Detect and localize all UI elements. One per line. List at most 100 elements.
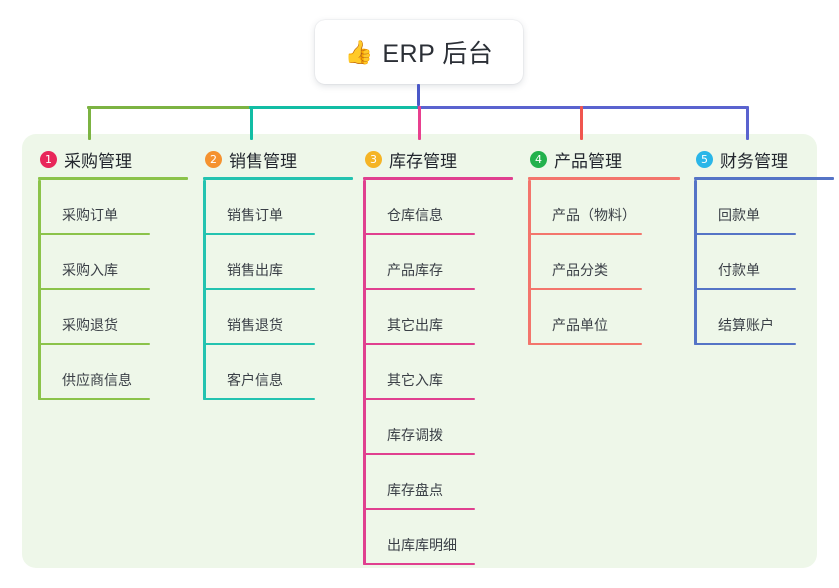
column-title: 采购管理	[64, 151, 132, 171]
leaf-item-rule	[694, 343, 796, 345]
column-header-4[interactable]: 4 产品管理	[528, 146, 680, 172]
leaf-item-rule	[528, 288, 642, 290]
leaf-item-label: 采购订单	[62, 207, 118, 223]
leaf-item[interactable]: 结算账户	[694, 290, 834, 345]
leaf-item[interactable]: 销售出库	[203, 235, 353, 290]
column-badge-1: 1	[40, 150, 57, 168]
drop-stub-3	[418, 106, 421, 140]
leaf-item-label: 仓库信息	[387, 207, 443, 223]
leaf-item-label: 采购退货	[62, 317, 118, 333]
leaf-item-rule	[38, 288, 150, 290]
column-4: 4 产品管理产品（物料） 产品分类产品单位	[528, 146, 680, 345]
column-rule	[694, 177, 834, 180]
diagram-background-panel	[22, 134, 817, 568]
leaf-item-label: 回款单	[718, 207, 760, 223]
leaf-item[interactable]: 产品（物料）	[528, 180, 680, 235]
leaf-item[interactable]: 供应商信息	[38, 345, 188, 400]
drop-stub-4	[580, 106, 583, 140]
bus-segment-green	[87, 106, 251, 109]
column-items: 销售订单销售出库销售退货客户信息	[203, 180, 353, 400]
leaf-item-rule	[203, 398, 315, 400]
leaf-item-rule	[363, 288, 475, 290]
leaf-item-label: 库存调拨	[387, 427, 443, 443]
leaf-item-label: 供应商信息	[62, 372, 132, 388]
leaf-item-label: 客户信息	[227, 372, 283, 388]
column-spine	[38, 180, 41, 400]
column-rule	[203, 177, 353, 180]
leaf-item[interactable]: 仓库信息	[363, 180, 513, 235]
leaf-item[interactable]: 采购退货	[38, 290, 188, 345]
leaf-item-rule	[363, 563, 475, 565]
column-badge-4: 4	[530, 150, 547, 168]
column-1: 1 采购管理采购订单采购入库采购退货供应商信息	[38, 146, 188, 400]
column-title: 库存管理	[389, 151, 457, 171]
leaf-item-rule	[363, 233, 475, 235]
column-items: 采购订单采购入库采购退货供应商信息	[38, 180, 188, 400]
leaf-item[interactable]: 库存盘点	[363, 455, 513, 510]
drop-stub-1	[88, 106, 91, 140]
leaf-item[interactable]: 产品分类	[528, 235, 680, 290]
leaf-item-label: 产品库存	[387, 262, 443, 278]
leaf-item[interactable]: 客户信息	[203, 345, 353, 400]
leaf-item-label: 付款单	[718, 262, 760, 278]
leaf-item-rule	[363, 343, 475, 345]
leaf-item-rule	[363, 453, 475, 455]
column-items: 产品（物料） 产品分类产品单位	[528, 180, 680, 345]
leaf-item-rule	[203, 288, 315, 290]
column-rule	[38, 177, 188, 180]
leaf-item-label: 销售订单	[227, 207, 283, 223]
column-header-1[interactable]: 1 采购管理	[38, 146, 188, 172]
thumbs-up-icon: 👍	[344, 38, 374, 65]
leaf-item[interactable]: 其它出库	[363, 290, 513, 345]
root-stem-connector	[417, 84, 420, 106]
leaf-item[interactable]: 付款单	[694, 235, 834, 290]
column-title: 产品管理	[554, 151, 622, 171]
leaf-item-rule	[694, 288, 796, 290]
column-items: 仓库信息产品库存其它出库其它入库库存调拨库存盘点出库库明细	[363, 180, 513, 565]
column-badge-5: 5	[696, 150, 713, 168]
leaf-item-rule	[363, 398, 475, 400]
leaf-item-rule	[38, 343, 150, 345]
column-spine	[203, 180, 206, 400]
leaf-item-label: 产品分类	[552, 262, 608, 278]
leaf-item-rule	[203, 343, 315, 345]
leaf-item-rule	[694, 233, 796, 235]
leaf-item[interactable]: 回款单	[694, 180, 834, 235]
root-title: ERP 后台	[382, 40, 494, 68]
leaf-item[interactable]: 产品库存	[363, 235, 513, 290]
leaf-item[interactable]: 采购入库	[38, 235, 188, 290]
leaf-item-label: 产品（物料）	[552, 207, 636, 223]
leaf-item-rule	[528, 233, 642, 235]
bus-segment-teal	[249, 106, 419, 109]
column-title: 销售管理	[229, 151, 297, 171]
leaf-item-label: 出库库明细	[387, 537, 457, 553]
column-spine	[694, 180, 697, 345]
drop-stub-2	[250, 106, 253, 140]
root-node[interactable]: 👍 ERP 后台	[315, 20, 523, 84]
leaf-item-label: 销售出库	[227, 262, 283, 278]
leaf-item[interactable]: 销售退货	[203, 290, 353, 345]
leaf-item[interactable]: 出库库明细	[363, 510, 513, 565]
leaf-item[interactable]: 库存调拨	[363, 400, 513, 455]
leaf-item-rule	[38, 233, 150, 235]
leaf-item-rule	[38, 398, 150, 400]
column-spine	[363, 180, 366, 565]
leaf-item[interactable]: 产品单位	[528, 290, 680, 345]
leaf-item-label: 其它出库	[387, 317, 443, 333]
column-items: 回款单付款单结算账户	[694, 180, 834, 345]
leaf-item[interactable]: 其它入库	[363, 345, 513, 400]
leaf-item[interactable]: 采购订单	[38, 180, 188, 235]
column-rule	[363, 177, 513, 180]
leaf-item-rule	[528, 343, 642, 345]
leaf-item-label: 销售退货	[227, 317, 283, 333]
leaf-item[interactable]: 销售订单	[203, 180, 353, 235]
leaf-item-label: 结算账户	[718, 317, 774, 333]
leaf-item-rule	[203, 233, 315, 235]
